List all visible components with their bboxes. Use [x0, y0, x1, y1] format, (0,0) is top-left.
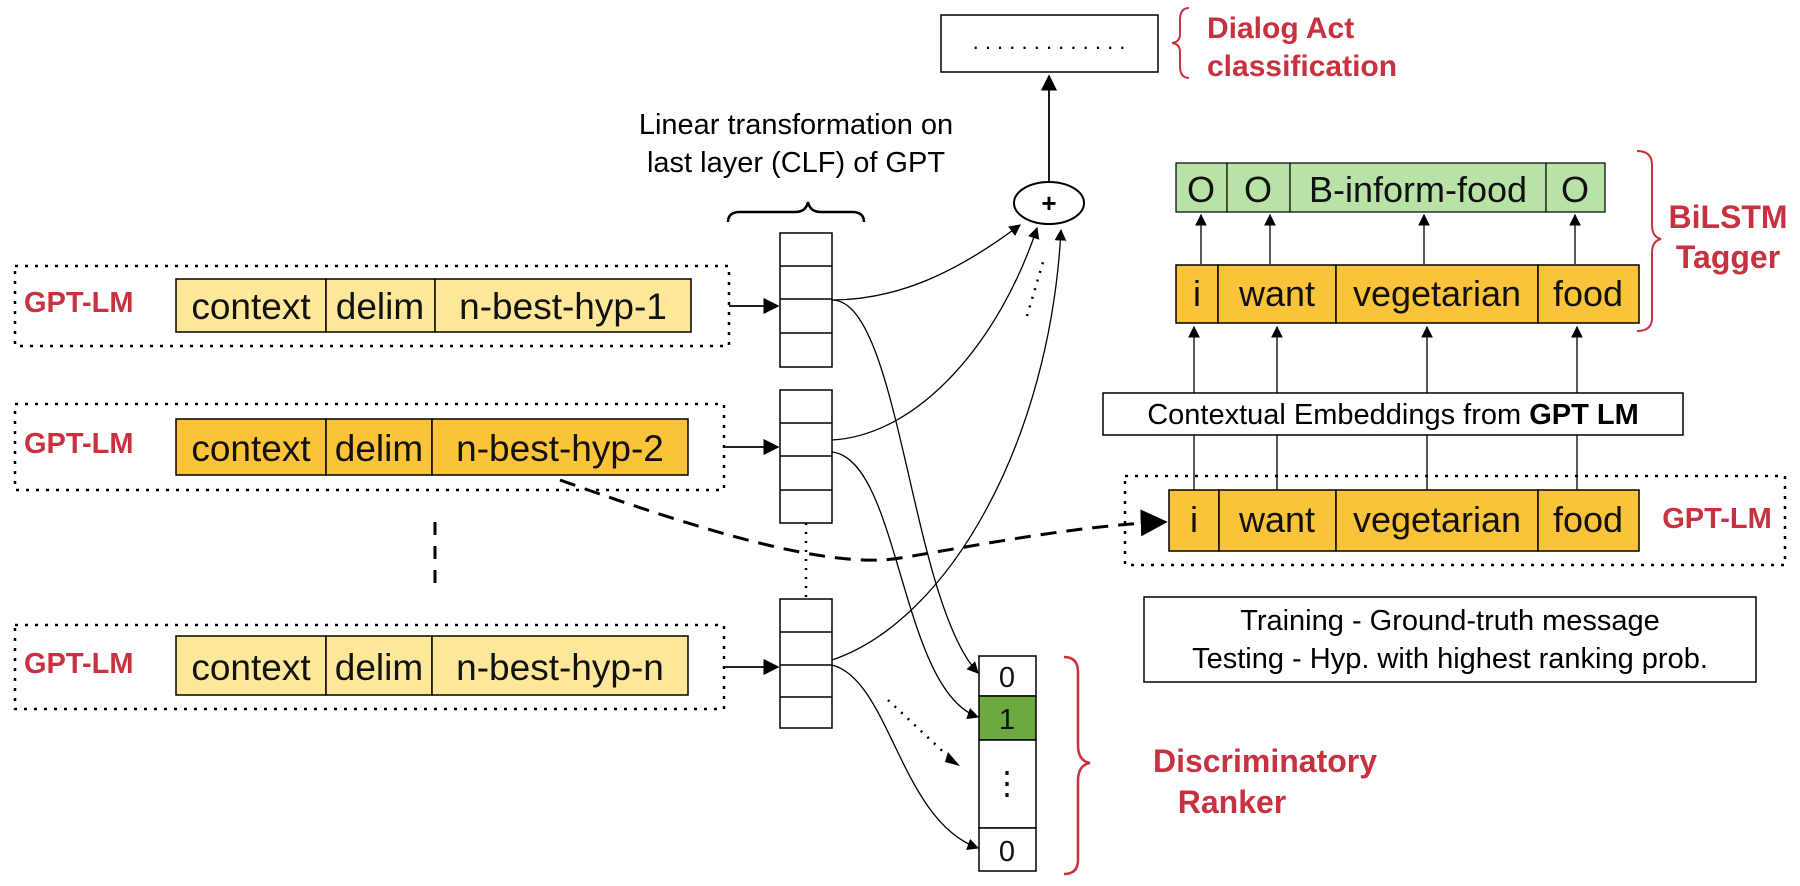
- testing-line: Testing - Hyp. with highest ranking prob…: [1192, 643, 1708, 675]
- dialog-act-brace: [1171, 7, 1190, 79]
- rank-value: ⋮: [991, 765, 1023, 801]
- context-text: context: [191, 647, 311, 688]
- rank-cell: [978, 827, 1037, 872]
- bilstm-label-1: BiLSTM: [1668, 199, 1787, 235]
- contextual-bold: GPT LM: [1529, 399, 1639, 431]
- hyp-text: n-best-hyp-2: [456, 428, 664, 469]
- stackn-to-rank: [831, 664, 980, 850]
- training-line: Training - Ground-truth message: [1240, 605, 1660, 637]
- dialog-act-label-2: classification: [1207, 50, 1397, 83]
- rank-value: 1: [999, 704, 1015, 736]
- delim-cell: [325, 278, 436, 333]
- ranker-column: 0 1 ⋮ 0: [978, 655, 1037, 872]
- context-cell: [175, 278, 327, 333]
- token-text: vegetarian: [1353, 273, 1521, 314]
- token-text: i: [1190, 499, 1198, 540]
- contextual-embeddings-box: [1102, 392, 1684, 436]
- token-text: want: [1238, 273, 1315, 314]
- linear-caption-line-2: last layer (CLF) of GPT: [647, 147, 945, 179]
- gpt-lm-right: i want vegetarian food GPT-LM: [1123, 474, 1787, 567]
- gpt-lm-tag: GPT-LM: [1662, 503, 1772, 535]
- gpt-lm-tag: GPT-LM: [24, 648, 134, 680]
- context-text: context: [191, 428, 311, 469]
- tag-cell: [1545, 162, 1606, 213]
- caption-brace: [726, 201, 866, 223]
- rank-cell-selected: [978, 695, 1037, 741]
- tag-text: O: [1244, 169, 1272, 210]
- gpt-lm-row-1: GPT-LM context delim n-best-hyp-1: [13, 264, 731, 348]
- ranker-label-2: Ranker: [1178, 784, 1287, 820]
- gpt-lm-tag: GPT-LM: [24, 428, 134, 460]
- bilstm-brace: [1636, 150, 1662, 332]
- ranker-brace: [1063, 655, 1091, 876]
- hyp2-to-gptlm-dashed-arrow: [559, 478, 1168, 562]
- rank-cell: [978, 739, 1037, 829]
- bilstm-tag-row: O O B-inform-food O: [1175, 162, 1606, 213]
- token-cell: [1537, 489, 1640, 552]
- stack1-to-rank: [831, 299, 979, 674]
- tag-cell: [1175, 162, 1228, 213]
- training-testing-box: [1143, 596, 1757, 683]
- token-text: food: [1553, 499, 1623, 540]
- tag-cell: [1289, 162, 1547, 213]
- token-cell: [1335, 264, 1539, 324]
- delim-text: delim: [335, 647, 423, 688]
- sum-input-ellipsis: [1025, 261, 1045, 317]
- context-cell: [175, 418, 327, 476]
- rank-value: 0: [999, 662, 1015, 694]
- delim-cell: [325, 635, 433, 696]
- tag-text: O: [1561, 169, 1589, 210]
- contextual-prefix: Contextual Embeddings from: [1147, 399, 1529, 431]
- gpt-lm-dashed-frame: [13, 264, 731, 348]
- dialog-act-label-1: Dialog Act: [1207, 12, 1354, 45]
- token-text: food: [1553, 273, 1623, 314]
- tag-text: O: [1187, 169, 1215, 210]
- hyp-cell: [434, 278, 692, 333]
- hyp-text: n-best-hyp-n: [456, 647, 664, 688]
- rank-input-ellipsis-arrowhead: [945, 752, 960, 766]
- clf-stack-n: [779, 598, 833, 729]
- gpt-lm-dashed-frame: [1123, 474, 1787, 567]
- token-text: vegetarian: [1353, 499, 1521, 540]
- clf-stack-2: [779, 389, 833, 524]
- context-text: context: [191, 286, 311, 327]
- token-cell: [1537, 264, 1640, 324]
- stack1-to-sum: [831, 224, 1021, 301]
- delim-text: delim: [336, 286, 424, 327]
- ranker-label-1: Discriminatory: [1153, 743, 1377, 779]
- sum-symbol: +: [1041, 188, 1056, 218]
- gpt-lm-tag: GPT-LM: [24, 287, 134, 319]
- token-text: i: [1193, 273, 1201, 314]
- token-text: want: [1238, 499, 1315, 540]
- delim-text: delim: [335, 428, 423, 469]
- gpt-lm-row-n: GPT-LM context delim n-best-hyp-n: [13, 623, 726, 711]
- stackn-to-sum: [831, 228, 1067, 661]
- clf-stack-1: [779, 232, 833, 368]
- dialog-act-dots: . . . . . . . . . . . . .: [973, 29, 1126, 54]
- bilstm-token-row: i want vegetarian food: [1175, 264, 1640, 324]
- linear-caption-line-1: Linear transformation on: [639, 109, 953, 141]
- rank-value: 0: [999, 836, 1015, 868]
- gpt-lm-row-2: GPT-LM context delim n-best-hyp-2: [13, 402, 726, 492]
- bilstm-label-2: Tagger: [1676, 239, 1780, 275]
- hyp-cell: [431, 418, 689, 476]
- dialog-act-box: [940, 14, 1159, 73]
- token-cell: [1175, 264, 1219, 324]
- hyp-cell: [431, 635, 689, 696]
- token-cell: [1168, 489, 1220, 552]
- stack2-to-sum: [831, 226, 1040, 441]
- tag-text: B-inform-food: [1309, 169, 1527, 210]
- hyp-text: n-best-hyp-1: [459, 286, 667, 327]
- stack2-to-rank: [831, 451, 980, 720]
- context-cell: [175, 635, 327, 696]
- tag-cell: [1226, 162, 1291, 213]
- contextual-embeddings-text: Contextual Embeddings from GPT LM: [1147, 399, 1639, 431]
